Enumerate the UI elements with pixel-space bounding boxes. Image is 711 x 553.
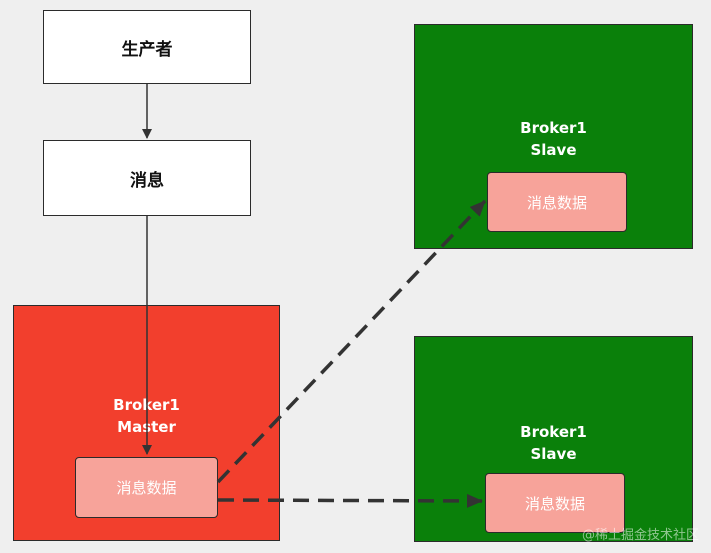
broker-slave-top-node: Broker1 Slave 消息数据 — [414, 24, 693, 249]
broker-master-node: Broker1 Master 消息数据 — [13, 305, 280, 541]
broker-slave-top-title: Broker1 Slave — [415, 117, 692, 161]
broker-slave-top-role: Slave — [530, 141, 577, 159]
slave-top-message-data: 消息数据 — [487, 172, 627, 232]
broker-master-title: Broker1 Master — [14, 394, 279, 438]
broker-slave-top-name: Broker1 — [520, 119, 587, 137]
broker-slave-bottom-name: Broker1 — [520, 423, 587, 441]
broker-slave-bottom-role: Slave — [530, 445, 577, 463]
watermark: @稀土掘金技术社区 — [581, 528, 699, 543]
message-node: 消息 — [43, 140, 251, 216]
producer-node: 生产者 — [43, 10, 251, 84]
master-message-data: 消息数据 — [75, 457, 218, 518]
slave-bottom-message-data: 消息数据 — [485, 473, 625, 533]
broker-slave-bottom-title: Broker1 Slave — [415, 421, 692, 465]
broker-master-name: Broker1 — [113, 396, 180, 414]
message-label: 消息 — [130, 170, 164, 191]
broker-slave-bottom-node: Broker1 Slave 消息数据 — [414, 336, 693, 542]
broker-master-role: Master — [117, 418, 176, 436]
producer-label: 生产者 — [121, 39, 173, 60]
